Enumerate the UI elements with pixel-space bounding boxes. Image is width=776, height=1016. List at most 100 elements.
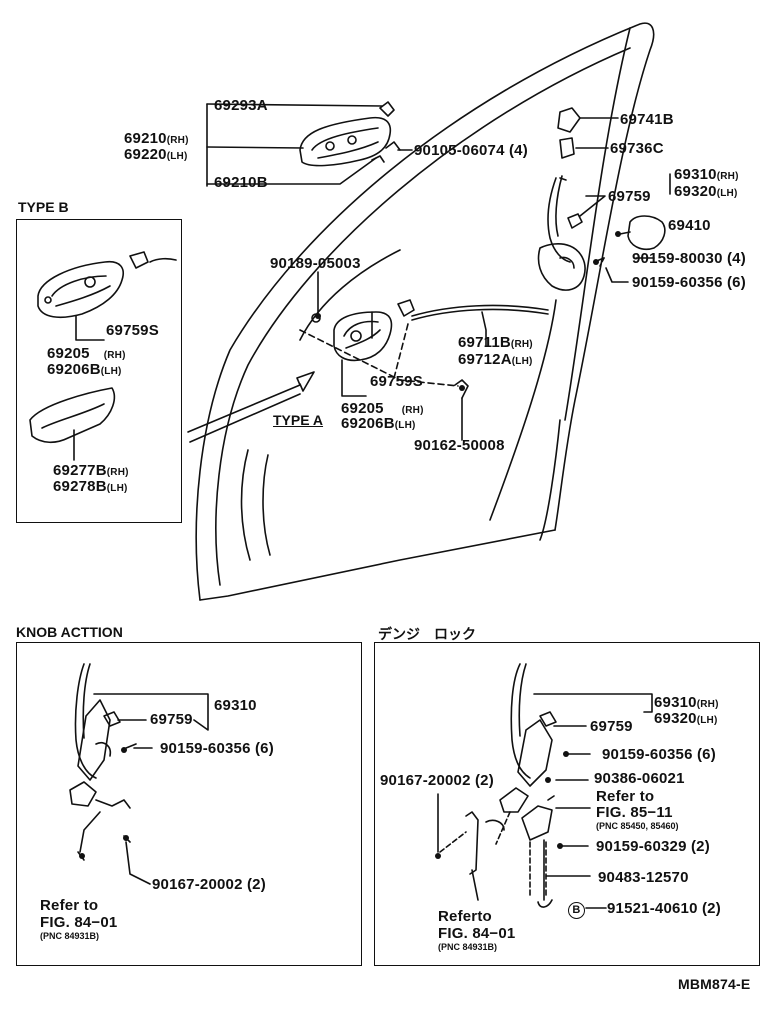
fastener-marks [79,231,621,859]
part-label-69293a: 69293A [214,97,268,114]
rh-suffix: (RH) [401,405,424,416]
dengi-label-69320: 69320(LH) [654,710,718,727]
part-number: 91521-40610 (2) [607,900,721,917]
dash-type-a-2 [393,323,409,379]
rh-suffix: (RH) [103,350,126,361]
dengi-dash-4 [495,811,511,845]
dengi-label-90159-60329: 90159-60329 (2) [596,838,710,855]
lh-suffix: (LH) [106,483,128,494]
diagram-code: MBM874-E [678,976,751,992]
type-b-heading: TYPE B [18,199,69,215]
rh-suffix: (RH) [510,339,533,350]
dengi-label-pnc-84: (PNC 84931B) [438,942,498,952]
dengi-label-fig-84: FIG. 84−01 [438,925,516,942]
part-label-69210b: 69210B [214,174,268,191]
part-label-69736c: 69736C [610,140,664,157]
dash-type-a [299,329,459,387]
dengi-label-90167: 90167-20002 (2) [380,772,494,789]
type-b-parts [29,251,177,461]
type-b-panel [16,219,182,523]
part-label-69741b: 69741B [620,111,674,128]
part-number: 69711B [458,334,511,351]
part-label-90159-80030: 90159-80030 (4) [632,250,746,267]
rh-suffix: (RH) [166,135,189,146]
knob-label-69310: 69310 [214,697,257,714]
part-number: 69206B [47,361,101,378]
part-number: 69277B [53,462,107,479]
part-label-69759s-b: 69759S [106,322,159,339]
lh-suffix: (LH) [511,356,533,367]
part-label-69220: 69220(LH) [124,146,188,163]
knob-label-69759: 69759 [150,711,193,728]
part-label-69310: 69310(RH) [674,166,739,183]
door-lock-main [537,107,666,291]
knob-label-pnc: (PNC 84931B) [40,931,100,941]
inside-handle-top [299,101,401,167]
part-label-69278b: 69278B(LH) [53,478,128,495]
part-number: 69320 [674,183,717,200]
knob-label-fig: FIG. 84−01 [40,914,118,931]
dengi-label-90386: 90386-06021 [594,770,685,787]
part-label-69205-b: 69205 (RH) [47,345,126,362]
dengi-label-refer-84: Referto [438,908,492,925]
part-label-90159-60356: 90159-60356 (6) [632,274,746,291]
dengi-lock-panel [374,642,760,966]
part-label-69210: 69210(RH) [124,130,189,147]
part-label-69320: 69320(LH) [674,183,738,200]
part-number: 69205 [47,345,90,362]
knob-label-refer: Refer to [40,897,99,914]
dengi-label-69310: 69310(RH) [654,694,719,711]
part-label-90105: 90105-06074 (4) [414,142,528,159]
part-label-69277b: 69277B(RH) [53,462,129,479]
dengi-label-91521: B 91521-40610 (2) [568,900,721,919]
part-number: 69205 [341,400,384,417]
part-number: 69310 [654,694,697,711]
part-number: 69712A [458,351,512,368]
dengi-label-90159-60356: 90159-60356 (6) [602,746,716,763]
lh-suffix: (LH) [394,420,416,431]
rh-suffix: (RH) [696,699,719,710]
part-number: 69220 [124,146,167,163]
rh-suffix: (RH) [106,467,129,478]
part-number: 69320 [654,710,697,727]
part-label-69759: 69759 [608,188,651,205]
dengi-label-69759: 69759 [590,718,633,735]
knob-label-90167: 90167-20002 (2) [152,876,266,893]
knob-action-parts [69,663,209,885]
dengi-label-pnc-85: (PNC 85450, 85460) [596,821,679,831]
lh-suffix: (LH) [100,366,122,377]
lh-suffix: (LH) [166,151,188,162]
part-label-90189: 90189-05003 [270,255,361,272]
dengi-label-fig-85: FIG. 85−11 [596,804,673,821]
dengi-lock-heading: デンジ ロック [378,627,476,643]
knob-action-panel [16,642,362,966]
dengi-lock-parts [437,663,653,909]
circle-b-marker: B [568,902,585,919]
part-label-69711b: 69711B(RH) [458,334,533,351]
type-a-arrow [187,371,315,443]
part-label-69410: 69410 [668,217,711,234]
knob-label-90159: 90159-60356 (6) [160,740,274,757]
rh-suffix: (RH) [716,171,739,182]
part-number: 69210 [124,130,167,147]
lh-suffix: (LH) [696,715,718,726]
part-label-69206b-a: 69206B(LH) [341,415,416,432]
dengi-dash-1 [439,831,467,853]
part-label-69759s-a: 69759S [370,373,423,390]
part-number: 69310 [674,166,717,183]
dengi-label-90483: 90483-12570 [598,869,689,886]
lh-suffix: (LH) [716,188,738,199]
part-label-69205-a: 69205 (RH) [341,400,424,417]
part-label-90162: 90162-50008 [414,437,505,454]
dash-lock-bolt [599,257,605,267]
knob-action-heading: KNOB ACTTION [16,624,123,640]
dengi-label-refer-85: Refer to [596,788,655,805]
part-number: 69278B [53,478,107,495]
leader-lines-main [206,103,671,441]
type-a-heading: TYPE A [273,412,324,428]
part-number: 69206B [341,415,395,432]
door-outline [195,22,655,601]
part-label-69712a: 69712A(LH) [458,351,533,368]
part-label-69206b-b: 69206B(LH) [47,361,122,378]
